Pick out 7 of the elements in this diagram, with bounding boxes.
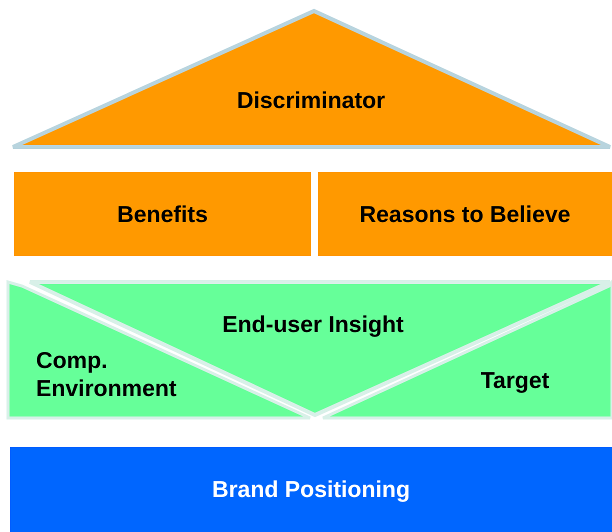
panel-title: End-user Insight xyxy=(221,310,405,338)
panel-title: Target xyxy=(480,366,550,394)
benefit-panel: Benefits xyxy=(14,172,311,256)
panel-title: Discriminator xyxy=(236,86,386,114)
panel-title: Comp. Environment xyxy=(36,346,178,402)
base-panel: Brand Positioning xyxy=(10,447,612,532)
reason-panel: Reasons to Believe xyxy=(318,172,612,256)
